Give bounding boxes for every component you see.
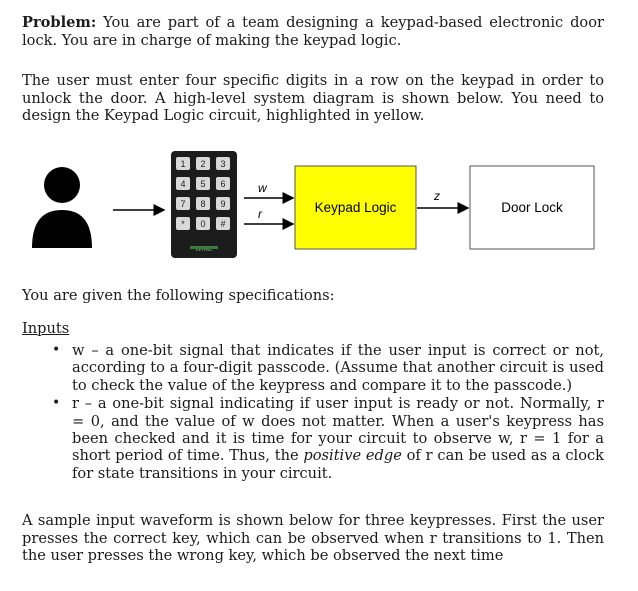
input-r-text: r – a one-bit signal indicating if user …	[72, 395, 604, 465]
keypad-key: 3	[216, 157, 230, 170]
sample-waveform-paragraph: A sample input waveform is shown below f…	[22, 512, 604, 565]
inputs-list: • w – a one-bit signal that indicates if …	[22, 342, 604, 483]
input-w-text: w – a one-bit signal that indicates if t…	[72, 342, 604, 394]
input-item-r: • r – a one-bit signal indicating if user…	[22, 395, 604, 482]
keypad-key-label: #	[220, 219, 225, 229]
keypad-key-label: 9	[220, 199, 225, 209]
keypad-key-label: 7	[180, 199, 185, 209]
input-r-text-end: of r can be used as a clock for state tr…	[72, 447, 604, 482]
problem-paragraph: Problem: You are part of a team designin…	[22, 14, 604, 49]
signal-w-label: w	[258, 181, 268, 195]
system-diagram: 1 2 3 4 5 6 7 8 9 * 0 # KEYPAD w r Keypad Logic z D…	[32, 151, 595, 258]
door-lock-box	[469, 165, 595, 250]
keypad-key: 9	[216, 197, 230, 210]
keypad-key: 4	[176, 177, 190, 190]
problem-label: Problem:	[22, 14, 97, 31]
positive-edge-emphasis: positive edge	[303, 447, 402, 465]
input-item-w: • w – a one-bit signal that indicates if …	[22, 342, 604, 394]
keypad-key: 7	[176, 197, 190, 210]
keypad-key: *	[176, 217, 190, 230]
keypad-key: 5	[196, 177, 210, 190]
keypad-key: #	[216, 217, 230, 230]
keypad-key-label: 0	[200, 219, 205, 229]
keypad-key: 1	[176, 157, 190, 170]
keypad-key-label: 1	[180, 159, 185, 169]
keypad-key: 0	[196, 217, 210, 230]
keypad-key-label: 4	[180, 179, 185, 189]
problem-text: You are part of a team designing a keypa…	[22, 14, 604, 49]
keypad-logic-label: Keypad Logic	[315, 200, 397, 215]
bullet: •	[52, 395, 61, 412]
keypad-key-label: 5	[200, 179, 205, 189]
keypad-key-label: 6	[220, 179, 225, 189]
specs-intro: You are given the following specificatio…	[22, 287, 335, 304]
keypad-key-label: 3	[220, 159, 225, 169]
bullet: •	[52, 342, 61, 358]
keypad-logic-box	[294, 165, 417, 250]
keypad-key-label: 2	[200, 159, 205, 169]
keypad-key-label: *	[181, 219, 185, 229]
keypad-key: 6	[216, 177, 230, 190]
door-lock-label: Door Lock	[501, 200, 563, 215]
signal-r-label: r	[258, 207, 263, 221]
inputs-heading: Inputs	[22, 320, 70, 337]
keypad-image: 1 2 3 4 5 6 7 8 9 * 0 # KEYPAD	[171, 151, 237, 258]
signal-z-label: z	[433, 189, 440, 203]
keypad-key: 2	[196, 157, 210, 170]
keypad-key: 8	[196, 197, 210, 210]
keypad-caption: KEYPAD	[196, 247, 212, 252]
keypad-key-label: 8	[200, 199, 205, 209]
user-person-icon	[32, 167, 92, 248]
unlock-paragraph: The user must enter four specific digits…	[22, 72, 604, 125]
